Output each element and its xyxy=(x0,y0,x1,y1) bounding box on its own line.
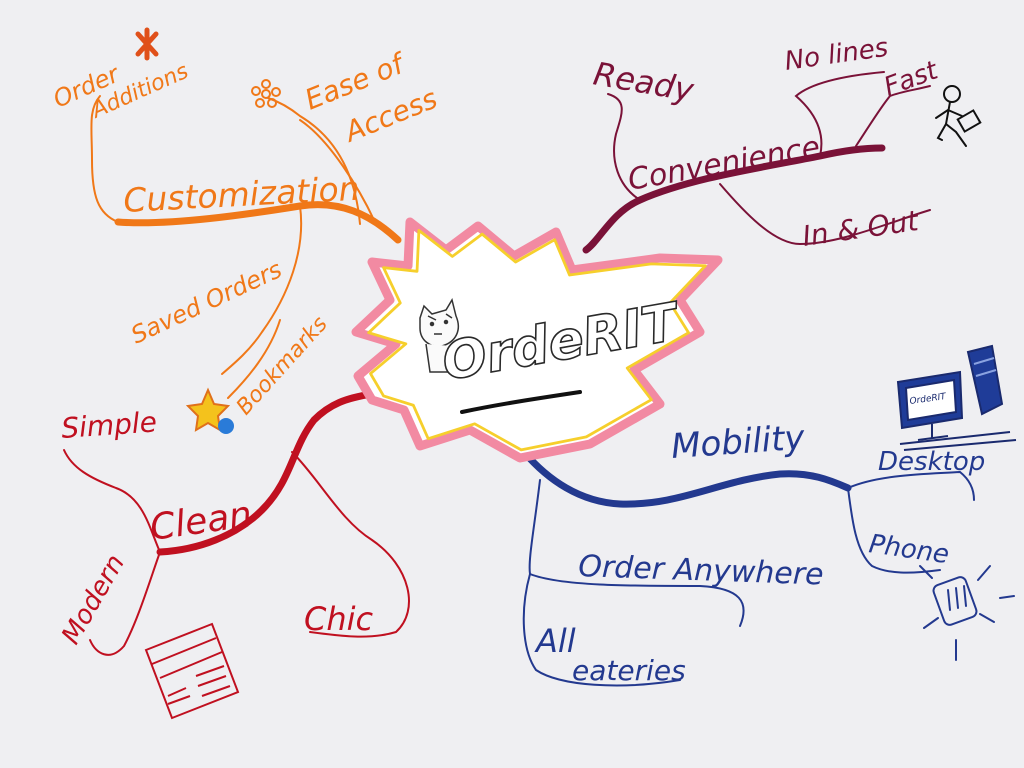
center-burst: OrdeRIT xyxy=(351,217,723,463)
branch-clean xyxy=(63,390,410,656)
node-in-and-out: In & Out xyxy=(800,204,921,253)
star-bookmark-icon xyxy=(185,387,234,434)
plus-mark-icon xyxy=(135,27,159,61)
node-simple: Simple xyxy=(60,405,158,445)
node-phone: Phone xyxy=(867,529,951,570)
title-underline xyxy=(460,390,582,414)
node-order-anywhere: Order Anywhere xyxy=(578,549,824,593)
tiger-mascot-icon xyxy=(419,298,460,373)
branch-customization xyxy=(90,95,402,399)
phone-icon xyxy=(919,565,1015,661)
desktop-computer-icon: OrdeRIT xyxy=(896,344,1017,451)
node-bookmarks: Bookmarks xyxy=(232,312,333,420)
branch-mobility xyxy=(520,448,975,687)
running-person-icon xyxy=(935,85,982,147)
node-chic: Chic xyxy=(304,600,374,638)
branch-label-customization: Customization xyxy=(122,169,360,220)
burst-inner xyxy=(367,229,707,452)
node-modern: Modern xyxy=(56,550,131,650)
branch-label-clean: Clean xyxy=(148,494,255,549)
branch-label-mobility: Mobility xyxy=(670,418,807,467)
branch-convenience xyxy=(582,71,931,254)
node-all-eateries-2: eateries xyxy=(572,654,686,687)
node-saved-orders: Saved Orders xyxy=(127,255,286,349)
node-no-lines: No lines xyxy=(783,33,890,77)
node-desktop: Desktop xyxy=(878,447,985,477)
node-ready: Ready xyxy=(591,54,698,109)
node-all-eateries-1: All xyxy=(534,622,576,660)
flower-icon xyxy=(251,79,281,108)
menu-sheet-icon xyxy=(144,622,240,720)
